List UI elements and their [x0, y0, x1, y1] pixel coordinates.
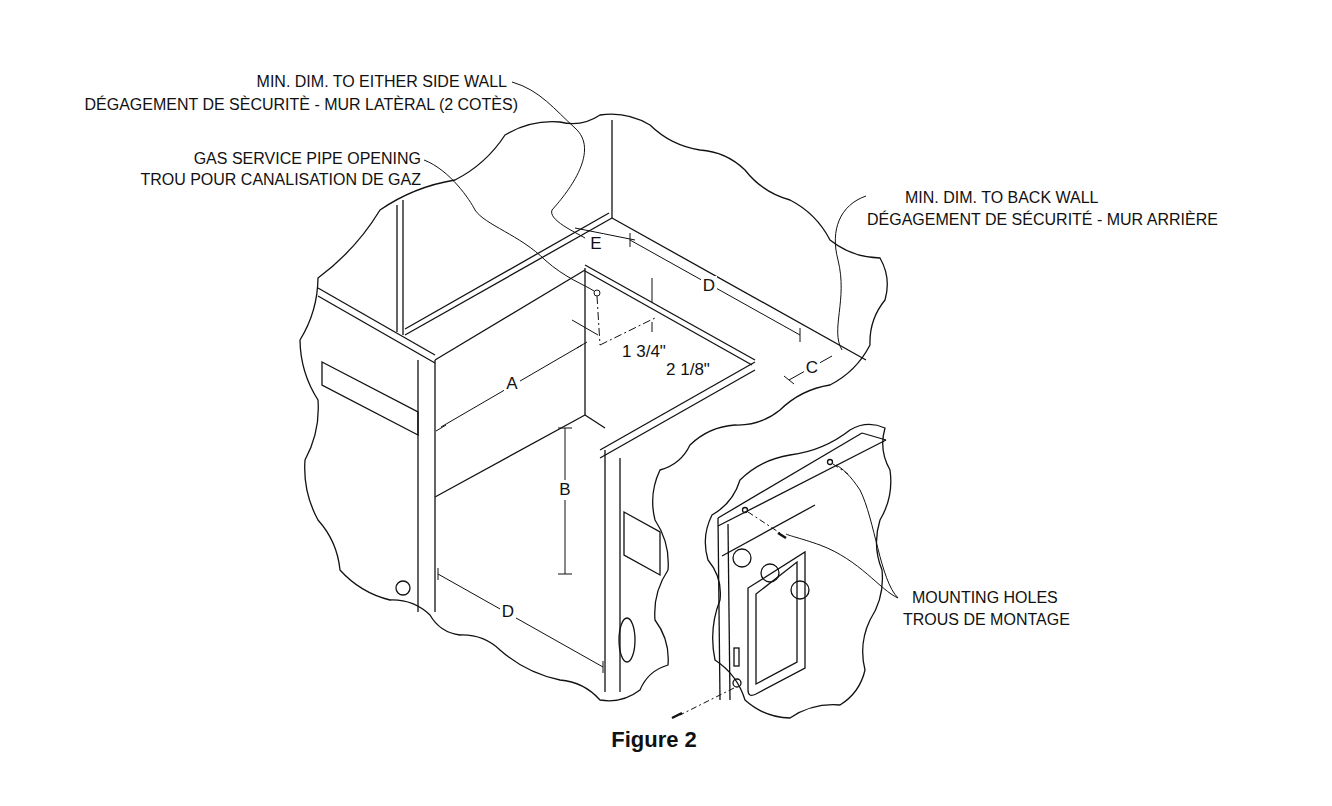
figure-caption: Figure 2 — [611, 730, 697, 750]
callout-text: TROU POUR CANALISATION DE GAZ — [140, 170, 421, 190]
callout-text: TROUS DE MONTAGE — [903, 610, 1070, 630]
dimension-letter: E — [588, 234, 603, 254]
callout-text: DÉGAGEMENT DE SÉCURITÉ - MUR ARRIÈRE — [867, 210, 1218, 230]
callout-text: MIN. DIM. TO BACK WALL — [905, 188, 1099, 208]
callout-text: MOUNTING HOLES — [912, 588, 1058, 608]
callout-text: DÉGAGEMENT DE SÈCURITÈ - MUR LATÈRAL (2 … — [84, 95, 518, 115]
dimension-letter: D — [500, 602, 516, 622]
dimension-value: 2 1/8" — [664, 360, 712, 380]
dimension-letter: C — [804, 358, 820, 378]
break-outline — [300, 114, 887, 701]
dimension-letter: A — [504, 374, 519, 394]
dimension-value: 1 3/4" — [620, 342, 668, 362]
dimension-letter: D — [701, 276, 717, 296]
callout-text: GAS SERVICE PIPE OPENING — [194, 149, 421, 169]
dimension-letter: B — [557, 480, 572, 500]
callout-text: MIN. DIM. TO EITHER SIDE WALL — [257, 72, 507, 92]
